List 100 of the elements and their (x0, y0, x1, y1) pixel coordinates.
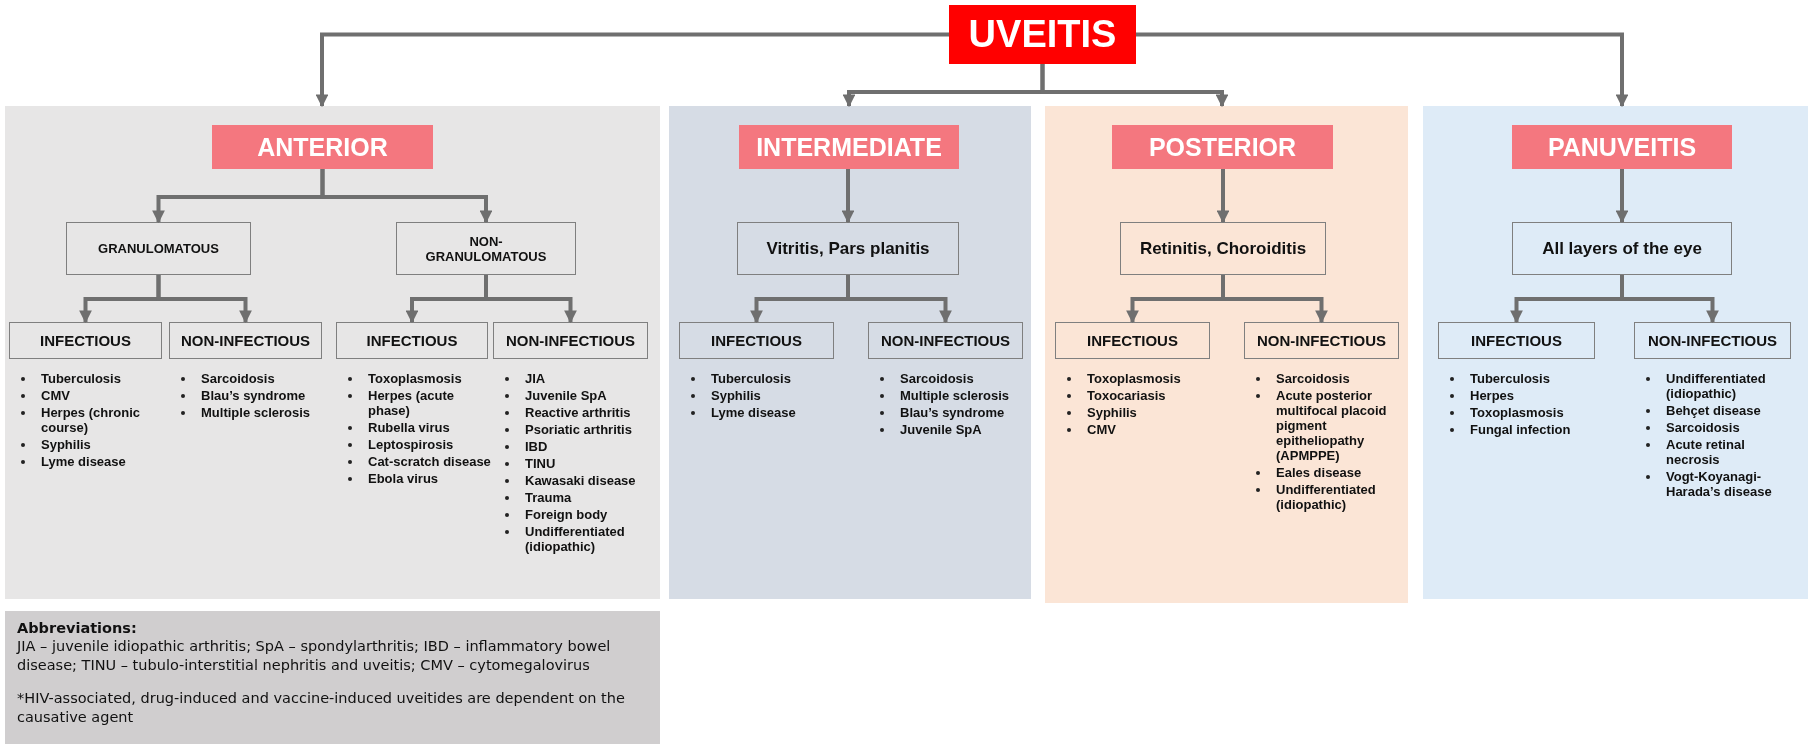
list-item: Herpes (chronic course) (41, 405, 141, 435)
list-item: Syphilis (1087, 405, 1137, 420)
arrow (841, 169, 855, 224)
list-item: Toxoplasmosis (1087, 371, 1181, 386)
list-item: Herpes (acute phase) (368, 388, 455, 418)
abbreviations-text: JIA – juvenile idiopathic arthritis; SpA – spondylarthritis; IBD – inflammatory bowel disease; TINU – tubulo-interstitial nephritis and uveitis; CMV – cytomegalovirus (17, 637, 612, 675)
node-label: INFECTIOUS (1471, 332, 1562, 349)
list-item: Syphilis (711, 388, 761, 403)
cause-box (1244, 322, 1399, 359)
subtype-box (737, 222, 959, 275)
list-item: Kawasaki disease (525, 473, 636, 488)
list-item: Toxoplasmosis (368, 371, 462, 386)
node-label: NON-INFECTIOUS (505, 332, 636, 349)
cause-box (169, 322, 322, 359)
list-item: Blau’s syndrome (201, 388, 306, 403)
list-item: Syphilis (41, 437, 91, 452)
arrow (320, 169, 493, 224)
node-label: NON-INFECTIOUS (1256, 332, 1387, 349)
list-item: Tuberculosis (1470, 371, 1550, 386)
list-item: Psoriatic arthritis (525, 422, 632, 437)
list-item: Ebola virus (368, 471, 439, 486)
list-item: Behçet disease (1666, 403, 1761, 418)
list-item: Herpes (1470, 388, 1515, 403)
notes-box (5, 611, 660, 744)
footnote-text: *HIV-associated, drug-induced and vaccine-induced uveitides are dependent on the causative agent (17, 688, 626, 727)
cause-box (9, 322, 162, 359)
cause-box (1438, 322, 1595, 359)
list-item: IBD (525, 439, 548, 454)
list-item: Cat-scratch disease (368, 454, 491, 469)
category-banner (212, 125, 433, 169)
list-item: Eales disease (1276, 465, 1362, 480)
node-label: INFECTIOUS (711, 332, 802, 349)
list-item: CMV (1087, 422, 1116, 437)
node-label: NON-INFECTIOUS (880, 332, 1011, 349)
list-item: CMV (41, 388, 70, 403)
cause-box (868, 322, 1023, 359)
arrow (1221, 275, 1328, 324)
list-item: Multiple sclerosis (900, 388, 1010, 403)
list-item: Acute retinal necrosis (1666, 437, 1746, 467)
subtype-box (396, 222, 576, 275)
arrow (1040, 64, 1229, 108)
node-label: GRANULOMATOUS (98, 241, 219, 256)
arrow (484, 275, 577, 324)
node-label: NON- GRANULOMATOUS (424, 233, 548, 264)
panel-background (669, 106, 1031, 599)
node-label: All layers of the eye (1542, 238, 1702, 259)
list-item: Tuberculosis (711, 371, 791, 386)
list-item: Lyme disease (41, 454, 126, 469)
node-label: POSTERIOR (1148, 132, 1297, 162)
list-item: Sarcoidosis (1666, 420, 1740, 435)
panel-background (1423, 106, 1808, 599)
arrow (1615, 169, 1629, 224)
arrow (315, 32, 949, 108)
subtype-box (66, 222, 251, 275)
list-item: Toxocariasis (1087, 388, 1166, 403)
list-item: JIA (525, 371, 546, 386)
node-label: NON-INFECTIOUS (180, 332, 311, 349)
list-item: TINU (525, 456, 556, 471)
node-label: ANTERIOR (257, 132, 388, 162)
node-label: NON-INFECTIOUS (1647, 332, 1778, 349)
list-item: Blau’s syndrome (900, 405, 1005, 420)
arrow (1136, 32, 1629, 108)
list-item: Rubella virus (368, 420, 450, 435)
cause-box (493, 322, 648, 359)
list-item: Tuberculosis (41, 371, 121, 386)
list-item: Trauma (525, 490, 572, 505)
cause-box (1634, 322, 1791, 359)
node-label: INFECTIOUS (366, 332, 458, 349)
subtype-box (1512, 222, 1732, 275)
list-item: Multiple sclerosis (201, 405, 311, 420)
arrow (1216, 169, 1230, 224)
list-item: Undifferentiated (idiopathic) (525, 524, 626, 554)
list-item: Leptospirosis (368, 437, 454, 452)
node-label: Vitritis, Pars planitis (766, 238, 930, 259)
list-item: Sarcoidosis (201, 371, 275, 386)
list-item: Acute posterior multifocal placoid pigment epitheliopathy (APMPPE) (1276, 388, 1388, 463)
list-item: Undifferentiated (idiopathic) (1666, 371, 1767, 401)
node-label: UVEITIS (968, 13, 1117, 56)
arrow (156, 275, 252, 324)
node-label: INFECTIOUS (40, 332, 131, 349)
subtype-box (1120, 222, 1326, 275)
list-item: Juvenile SpA (900, 422, 982, 437)
list-item: Fungal infection (1470, 422, 1571, 437)
list-item: Toxoplasmosis (1470, 405, 1564, 420)
list-item: Sarcoidosis (1276, 371, 1350, 386)
cause-box (336, 322, 488, 359)
arrow (1620, 275, 1719, 324)
list-item: Undifferentiated (idiopathic) (1276, 482, 1377, 512)
node-label: Retinitis, Choroiditis (1139, 238, 1307, 259)
list-item: Foreign body (525, 507, 608, 522)
cause-box (1055, 322, 1210, 359)
panel-background (5, 106, 660, 599)
abbreviations-heading: Abbreviations: (17, 619, 138, 638)
panel-background (1045, 106, 1408, 603)
category-banner (1512, 125, 1732, 169)
root-box (949, 5, 1136, 64)
list-item: Reactive arthritis (525, 405, 631, 420)
category-banner (1112, 125, 1333, 169)
category-banner (739, 125, 959, 169)
cause-box (679, 322, 834, 359)
